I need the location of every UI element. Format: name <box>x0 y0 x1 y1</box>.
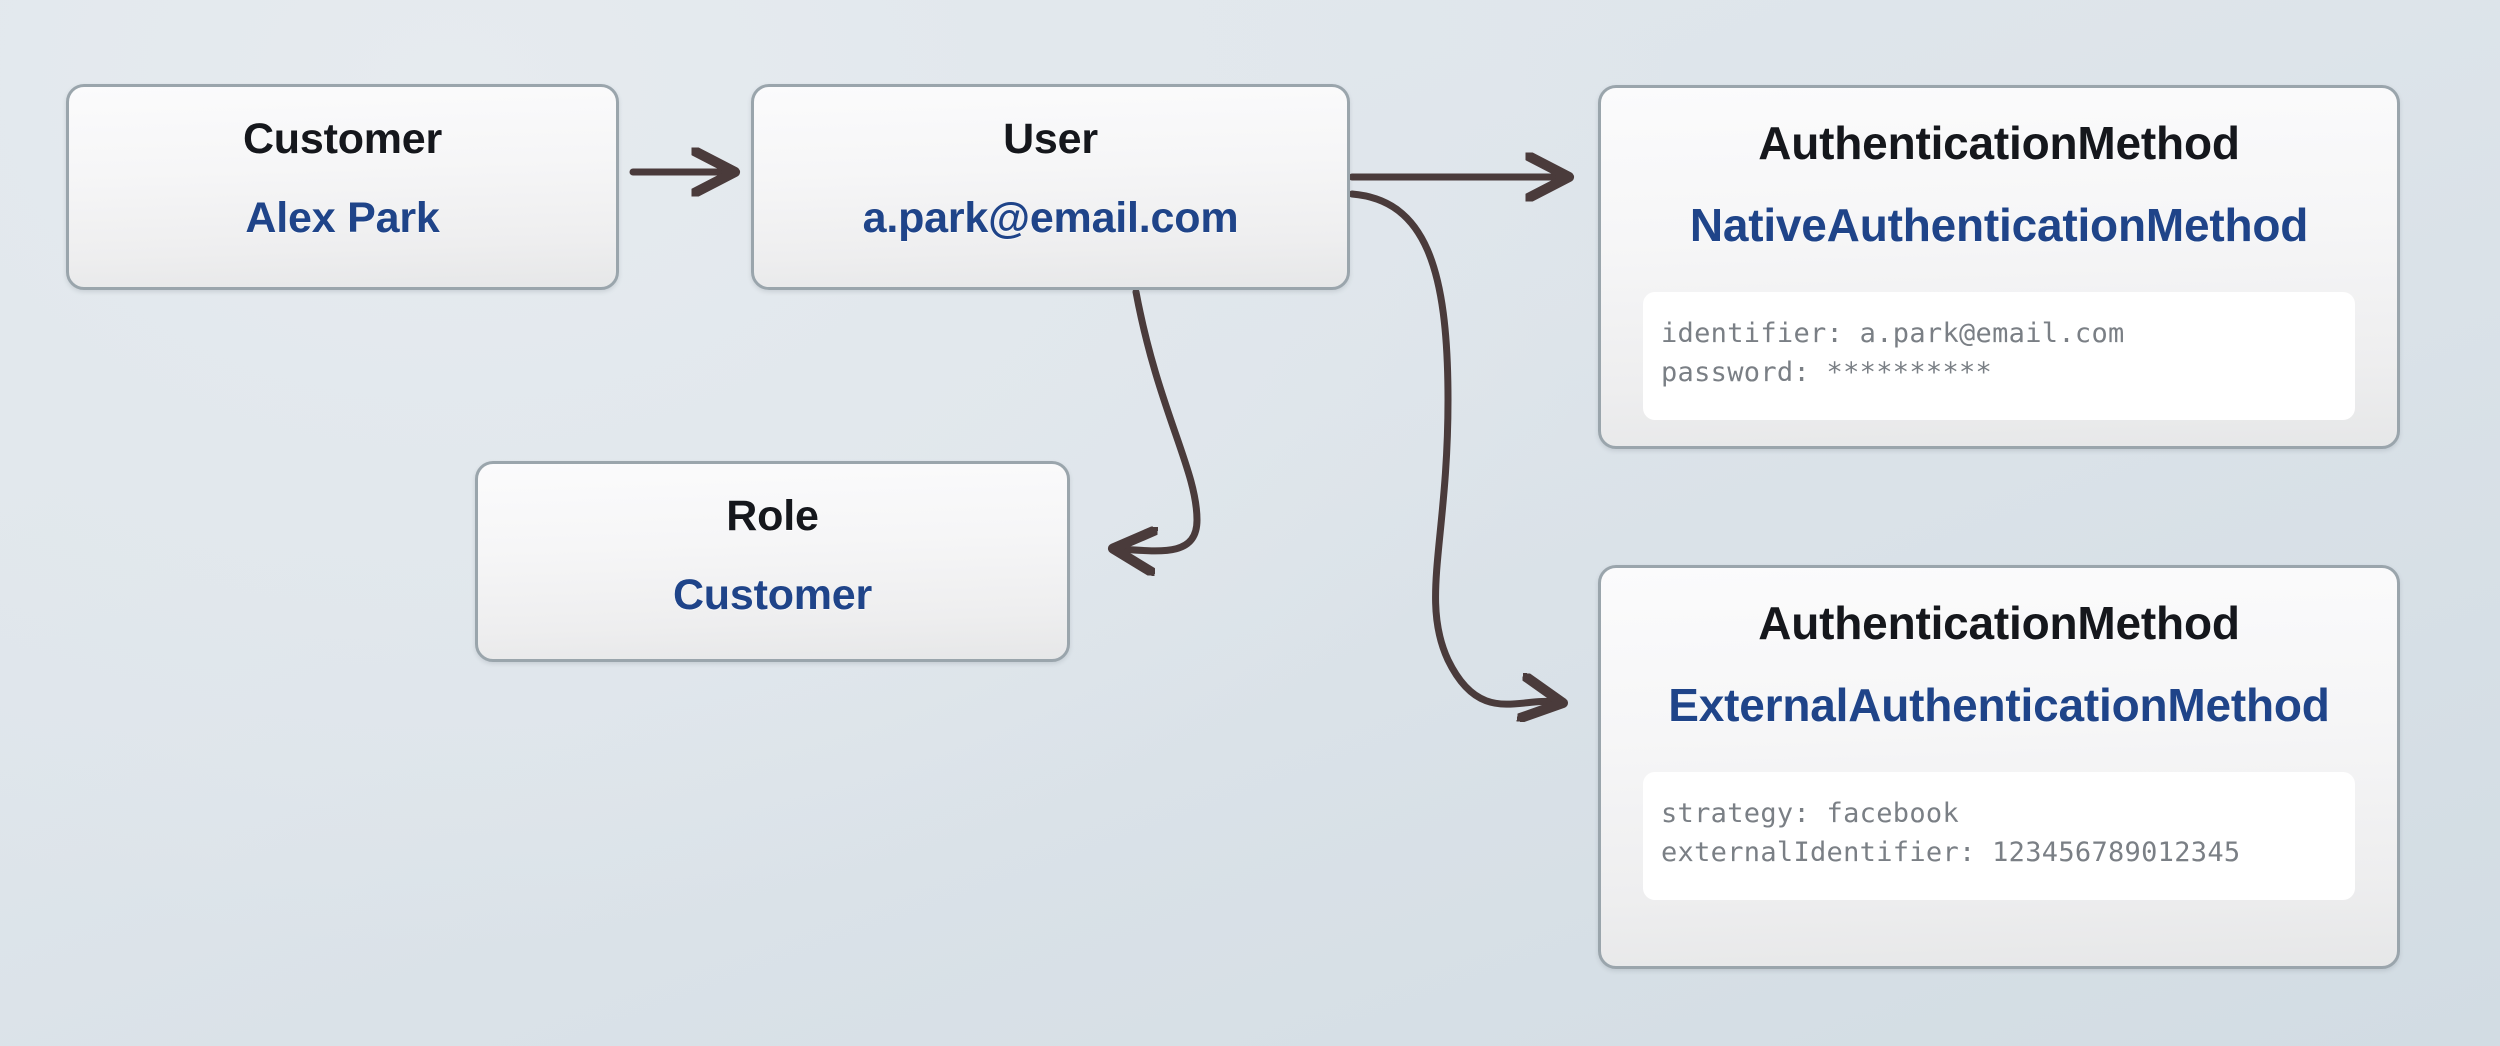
native-auth-property-password: password: ********** <box>1661 357 1993 389</box>
node-user[interactable]: User a.park@email.com <box>751 84 1350 290</box>
node-external-auth[interactable]: AuthenticationMethod ExternalAuthenticat… <box>1598 565 2400 969</box>
node-customer-value: Alex Park <box>245 194 440 242</box>
node-role-type: Role <box>726 492 819 540</box>
external-auth-property-external-identifier: externalIdentifier: 123456789012345 <box>1661 837 2241 869</box>
node-native-auth-type: AuthenticationMethod <box>1758 117 2240 169</box>
external-auth-property-strategy: strategy: facebook <box>1661 798 1959 829</box>
node-role-value: Customer <box>672 571 873 619</box>
edge-user-to-role <box>1120 288 1201 551</box>
native-auth-property-identifier: identifier: a.park@email.com <box>1661 318 2125 349</box>
external-auth-properties: strategy: facebook externalIdentifier: 1… <box>1643 772 2355 900</box>
node-external-auth-type: AuthenticationMethod <box>1758 597 2240 649</box>
node-user-type: User <box>1003 115 1098 163</box>
edge-user-to-external-auth <box>1348 190 1556 704</box>
node-role[interactable]: Role Customer <box>475 461 1070 662</box>
node-customer[interactable]: Customer Alex Park <box>66 84 619 290</box>
node-user-value: a.park@email.com <box>862 194 1239 242</box>
node-external-auth-value: ExternalAuthenticationMethod <box>1668 679 2330 731</box>
node-customer-type: Customer <box>242 115 443 163</box>
node-native-auth[interactable]: AuthenticationMethod NativeAuthenticatio… <box>1598 85 2400 449</box>
native-auth-properties: identifier: a.park@email.com password: *… <box>1643 292 2355 420</box>
node-native-auth-value: NativeAuthenticationMethod <box>1689 199 2309 251</box>
